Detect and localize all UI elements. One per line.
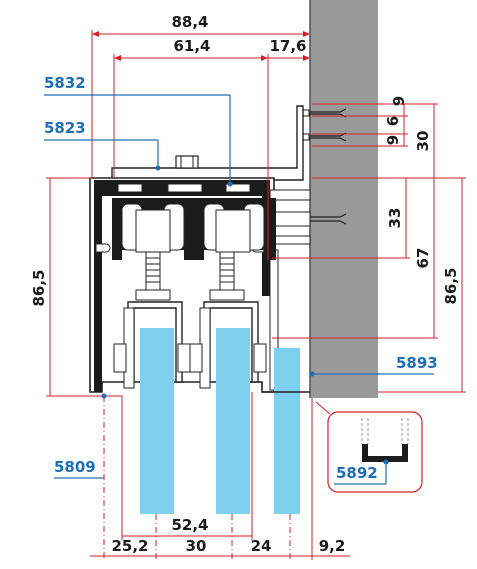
dim-9b: 9 [384,135,402,145]
hanger-bolt-right [209,251,245,301]
glass-clamp-right [189,301,267,389]
top-bolt [175,155,199,169]
dim-6: 6 [384,116,402,126]
dim-9-2: 9,2 [319,537,346,555]
glass-panel-left [140,328,174,514]
dim-30-bottom: 30 [186,537,207,555]
dim-9a: 9 [390,96,408,106]
glass-panel-fixed [274,348,300,514]
glass-clamp-left [113,301,191,389]
code-5823: 5823 [44,119,86,137]
detail-callout-5892 [315,401,423,493]
dim-67: 67 [414,248,432,269]
dim-86-5-left: 86,5 [30,269,48,306]
code-5809: 5809 [54,458,96,476]
dim-25-2: 25,2 [111,537,148,555]
leader-5893 [309,371,434,377]
dim-17-6: 17,6 [269,37,306,55]
roller-carriage-right [194,198,276,260]
wall-bracket [111,105,304,181]
glass-panel-middle [216,328,250,514]
dim-88-4: 88,4 [171,13,208,31]
dim-61-4: 61,4 [173,37,210,55]
dim-left [46,177,122,397]
wall [310,0,378,398]
code-5893: 5893 [396,354,438,372]
code-5892: 5892 [336,464,378,482]
code-5832: 5832 [44,74,86,92]
leader-5832 [44,94,233,187]
leader-5823 [44,139,161,171]
dim-33: 33 [386,208,404,229]
roller-carriage-left [112,198,194,260]
dim-bottom [90,392,350,560]
dim-top [91,30,310,260]
dim-30-right: 30 [414,131,432,152]
dim-24: 24 [251,537,272,555]
leader-5809 [54,393,107,479]
dim-right [272,103,466,393]
dim-52-4: 52,4 [171,516,208,534]
hanger-bolt-left [135,251,171,301]
dim-86-5-right: 86,5 [442,267,460,304]
